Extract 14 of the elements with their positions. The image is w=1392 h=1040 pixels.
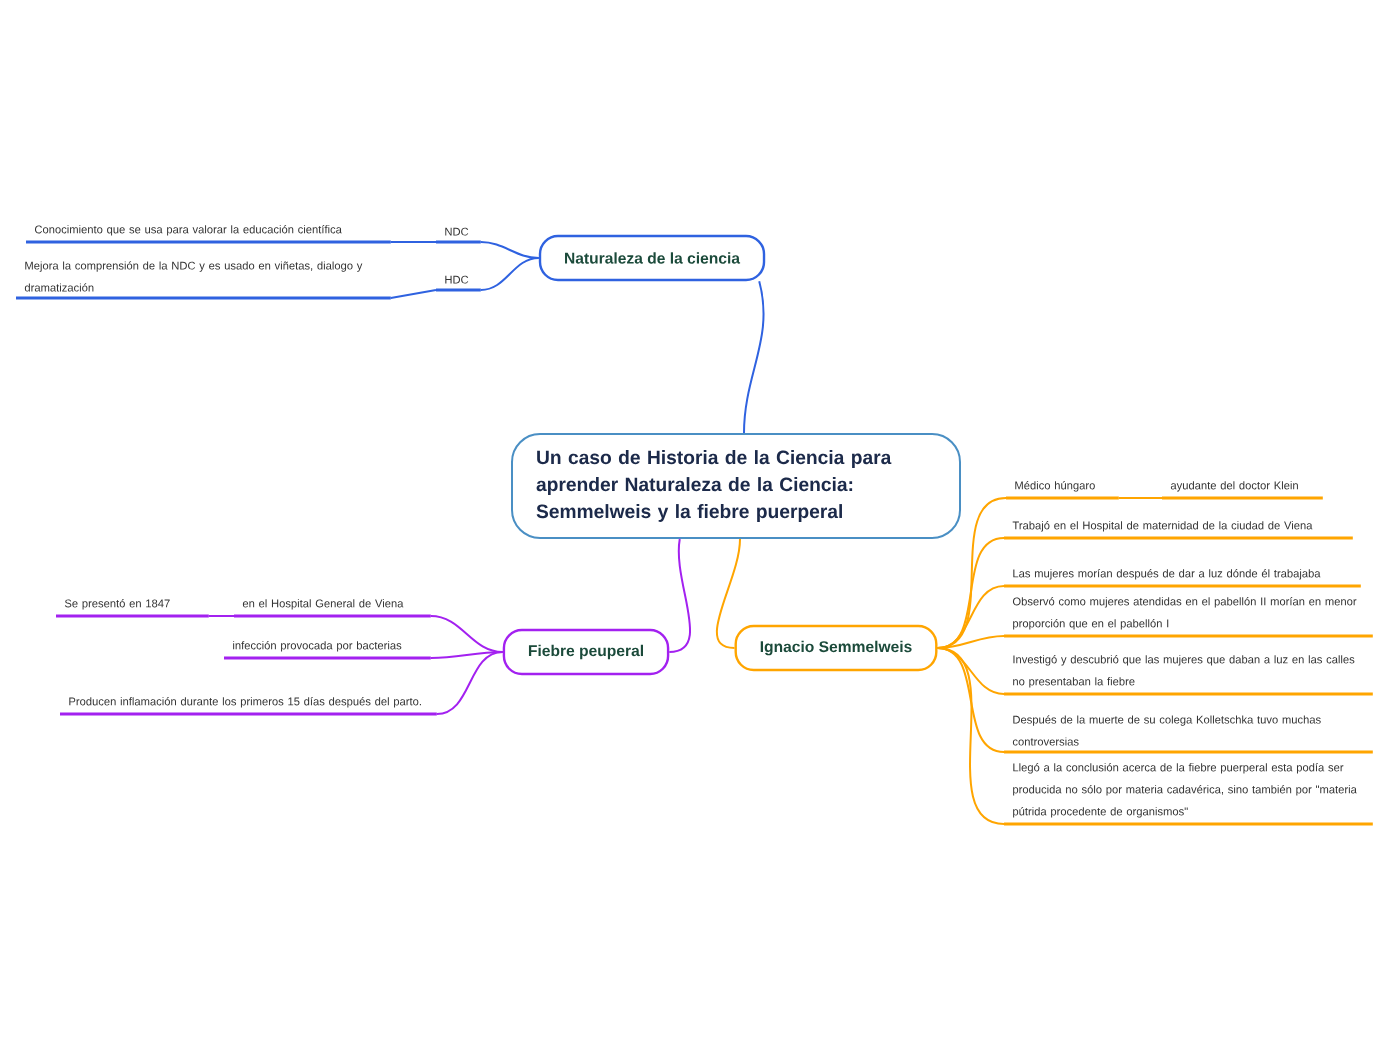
central-topic-box: Un caso de Historia de la Ciencia para aprender Naturaleza de la Ciencia: Semmelweis y la fiebre puerperal bbox=[511, 433, 961, 539]
connector bbox=[389, 289, 437, 299]
connector bbox=[743, 280, 765, 435]
connector bbox=[936, 647, 1005, 825]
connector bbox=[936, 585, 1005, 649]
connector bbox=[479, 257, 540, 291]
connector bbox=[435, 651, 504, 715]
connector bbox=[715, 537, 741, 649]
connector bbox=[479, 241, 540, 259]
connector bbox=[389, 241, 437, 243]
connector bbox=[1117, 497, 1163, 499]
connector bbox=[429, 651, 504, 659]
connector bbox=[668, 537, 692, 653]
connector bbox=[207, 615, 235, 617]
